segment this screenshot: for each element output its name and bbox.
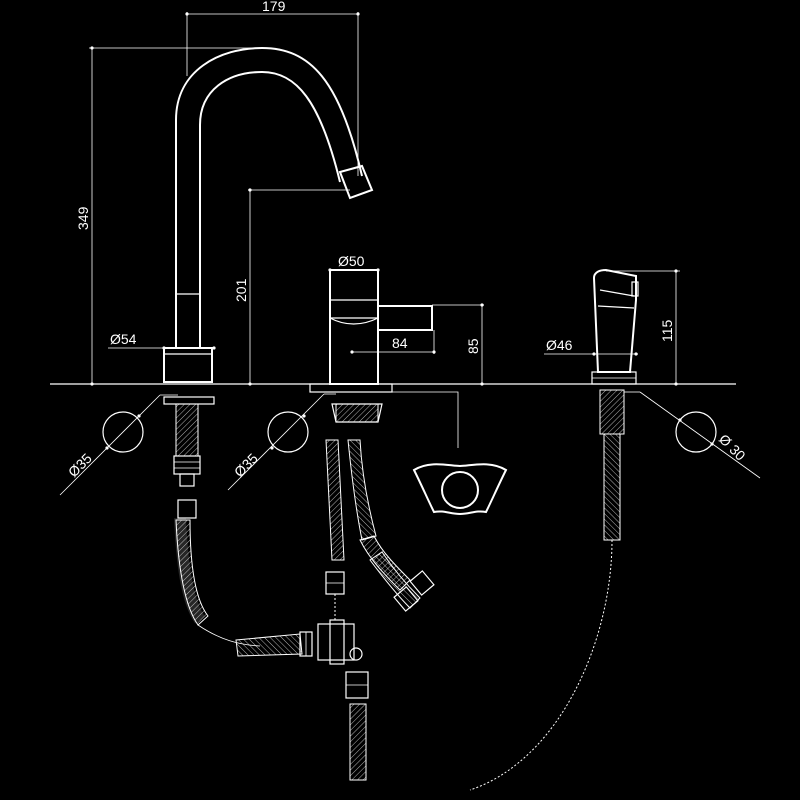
mixer-hole-label: Ø35: [231, 450, 261, 480]
handshower-diameter-value: Ø46: [546, 337, 573, 353]
hole-spout: Ø35: [59, 394, 178, 496]
handshower-height-label: 115: [659, 319, 675, 342]
dim-spout-width: 179: [185, 0, 360, 176]
hole-mixer: Ø35: [227, 393, 336, 491]
spout-fitting: [163, 396, 313, 657]
spout-outlet-label: 201: [233, 278, 249, 302]
dim-handshower-height: 115: [606, 269, 680, 386]
hole-handshower: Ø 30: [624, 391, 761, 479]
spout-width-label: 179: [262, 0, 286, 14]
mixer-body: [329, 269, 433, 385]
mixer-handle-detail: [412, 463, 508, 516]
handshower-hole-label: Ø 30: [716, 431, 749, 464]
spout-base-label: Ø54: [110, 331, 137, 347]
handshower-hose: [469, 389, 625, 791]
spout-hole-label: Ø35: [65, 450, 95, 480]
dim-mixer-lever: 84: [350, 330, 436, 354]
dim-spout-outlet: 201: [233, 188, 350, 386]
dim-spout-base: Ø54: [108, 331, 216, 350]
spout-height-label: 349: [75, 206, 91, 230]
mixer-diameter-label: Ø50: [338, 253, 365, 269]
mixer-height-label: 85: [465, 338, 481, 354]
hand-shower: [591, 268, 639, 385]
spout: [163, 46, 374, 383]
dim-mixer-diameter: Ø50: [328, 253, 380, 272]
dim-handshower-diameter: Ø 30 Ø46: [544, 337, 638, 356]
dim-spout-height: 349: [75, 46, 260, 386]
mixer-fitting: [309, 383, 459, 781]
mixer-lever-label: 84: [392, 335, 408, 351]
dim-mixer-height: 85: [432, 303, 484, 386]
